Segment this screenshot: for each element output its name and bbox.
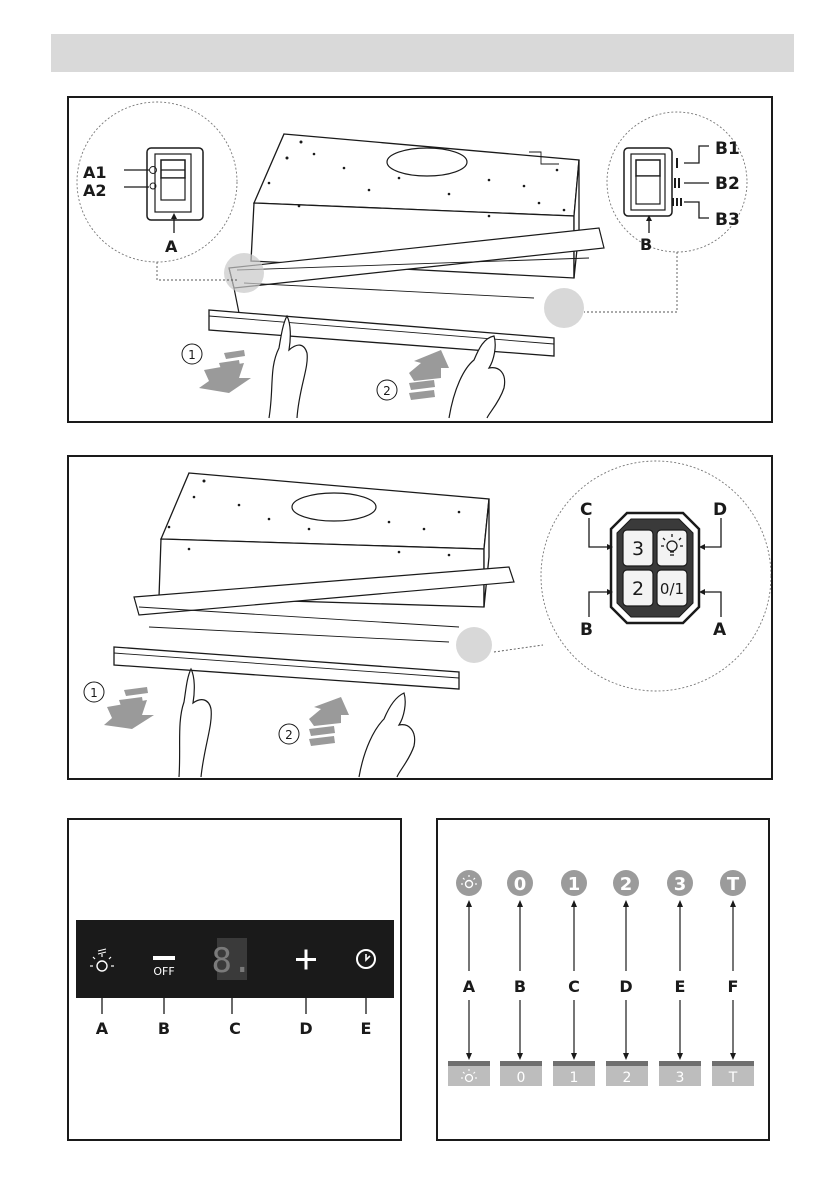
button-3[interactable]: 3 <box>667 870 693 896</box>
key-0[interactable]: 0 <box>500 1061 542 1086</box>
key-t-label: T <box>728 1070 738 1086</box>
figure-4-button-panel: 0 1 2 3 T A B C D E F <box>436 818 770 1141</box>
key-0-label: 0 <box>517 1070 526 1086</box>
step-2-arrow: 2 <box>377 350 449 400</box>
button-1-label: 1 <box>568 874 581 895</box>
step-1-arrow: 1 <box>182 344 251 393</box>
step-2-label: 2 <box>285 728 293 742</box>
label-f: F <box>728 977 739 996</box>
key-3-label: 3 <box>632 538 644 560</box>
key-0-1-label: 0/1 <box>660 580 684 598</box>
label-c: C <box>229 1019 241 1038</box>
seven-segment-display: 8. <box>212 938 253 981</box>
button-0[interactable]: 0 <box>507 870 533 896</box>
button-2[interactable]: 2 <box>613 870 639 896</box>
label-d: D <box>299 1019 312 1038</box>
button-t[interactable]: T <box>720 870 746 896</box>
key-3-label: 3 <box>676 1070 685 1086</box>
key-1-label: 1 <box>570 1070 579 1086</box>
label-b2: B2 <box>715 174 740 194</box>
label-e: E <box>675 977 686 996</box>
arrow-heads <box>466 900 736 1060</box>
key-2-label: 2 <box>623 1070 632 1086</box>
key-2[interactable]: 2 <box>606 1061 648 1086</box>
step-2-arrow: 2 <box>279 697 349 746</box>
label-b: B <box>514 977 526 996</box>
label-b: B <box>158 1019 170 1038</box>
label-d: D <box>713 500 727 520</box>
header-bar <box>51 34 794 72</box>
highlight <box>456 627 492 663</box>
figure-2-keypad: 1 2 3 2 0/1 <box>67 455 773 780</box>
step-1-label: 1 <box>90 686 98 700</box>
label-c: C <box>568 977 580 996</box>
label-d: D <box>619 977 632 996</box>
switch-b-detail: B1 B2 B3 B <box>584 112 747 312</box>
button-0-label: 0 <box>514 874 527 895</box>
label-b: B <box>580 620 593 640</box>
label-b1: B1 <box>715 139 740 159</box>
key-2-label: 2 <box>632 578 644 600</box>
label-a1: A1 <box>83 163 107 182</box>
step-1-arrow: 1 <box>84 682 154 729</box>
off-button[interactable]: OFF <box>153 956 175 978</box>
callout-arrows <box>469 904 733 1056</box>
button-1[interactable]: 1 <box>561 870 587 896</box>
switch-a-detail: A1 A2 A <box>77 102 239 280</box>
highlight-right <box>544 288 584 328</box>
key-t[interactable]: T <box>712 1061 754 1086</box>
label-a: A <box>713 620 727 640</box>
key-light[interactable] <box>448 1061 490 1086</box>
label-a2: A2 <box>83 181 107 200</box>
button-t-label: T <box>727 874 740 895</box>
button-light[interactable] <box>456 870 482 896</box>
label-e: E <box>361 1019 372 1038</box>
button-2-label: 2 <box>620 874 633 895</box>
label-a: A <box>165 237 178 256</box>
label-c: C <box>580 500 592 520</box>
key-3[interactable]: 3 <box>659 1061 701 1086</box>
label-b: B <box>640 235 652 254</box>
hood-body <box>209 134 604 356</box>
right-hand <box>359 693 415 777</box>
label-a: A <box>96 1019 109 1038</box>
highlight-left <box>224 253 264 293</box>
label-a: A <box>463 977 476 996</box>
left-hand <box>179 669 211 777</box>
step-2-label: 2 <box>383 384 391 398</box>
key-1[interactable]: 1 <box>553 1061 595 1086</box>
display-value: 8. <box>212 941 253 981</box>
figure-1-slide-switches: 1 2 A1 A2 A <box>67 96 773 423</box>
label-b3: B3 <box>715 210 740 230</box>
step-1-label: 1 <box>188 348 196 362</box>
off-label: OFF <box>153 965 174 978</box>
keypad-detail: 3 2 0/1 C D B A <box>494 461 771 691</box>
hood-body <box>114 473 514 689</box>
button-3-label: 3 <box>674 874 687 895</box>
figure-3-touch-panel: OFF 8. A B C D E <box>67 818 402 1141</box>
